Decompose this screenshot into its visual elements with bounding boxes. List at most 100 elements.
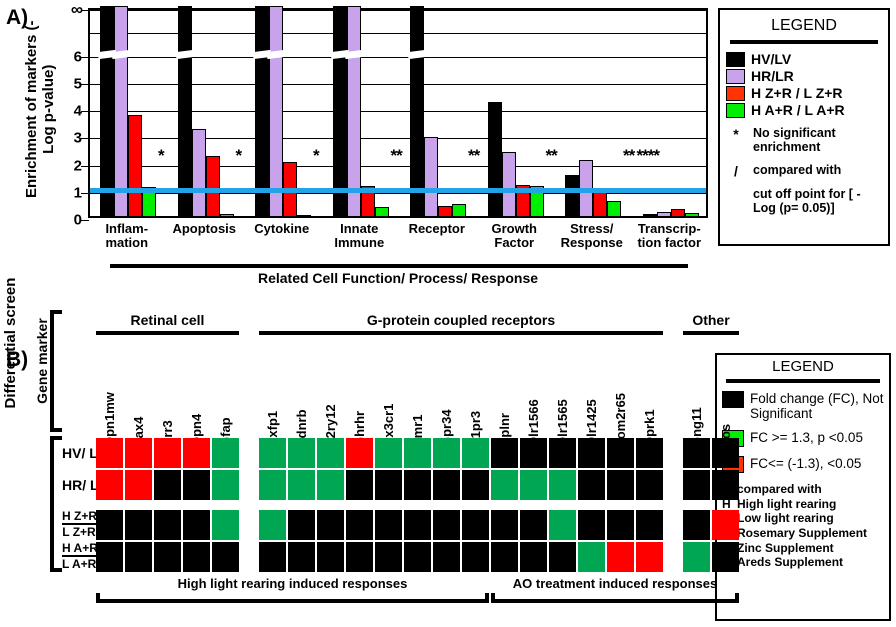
heatmap-cell [549,510,576,540]
heatmap-cell [520,510,547,540]
gridline [90,192,706,194]
heatmap-cell [288,438,315,468]
heatmap-cell [433,470,460,500]
bar-h-a-r-l-a-r [142,187,156,216]
bar-hr-lr [191,128,206,216]
heatmap-cell [491,510,518,540]
heatmap-cell [607,438,634,468]
bar-group [400,6,478,216]
legend-note-text: compared with [753,162,842,177]
heatmap-cell [212,438,239,468]
y-axis-tick-label: 0 [73,211,82,229]
section-title-g-protein-coupled-receptors: G-protein coupled receptors [366,312,556,328]
y-axis-tick [81,220,89,221]
abbreviation-text: High light rearing [737,496,837,511]
legend-divider [730,40,878,44]
heatmap-cell [712,470,739,500]
y-axis-tick [81,138,89,140]
heatmap-cell [125,470,152,500]
footer-bracket [96,593,489,603]
bar-hv-lv [642,213,657,216]
heatmap-cell [578,438,605,468]
bar-hv-lv [177,6,192,216]
x-axis-category-label: Stress/Response [560,221,623,250]
x-axis-label: Related Cell Function/ Process/ Response [257,270,539,286]
significance-annotation: * [158,145,165,165]
heatmap-cell [607,470,634,500]
significance-annotation: * [313,145,320,165]
bar-hv-lv [487,101,502,216]
heatmap-cell [183,438,210,468]
x-axis-category-label: Inflam-mation [105,221,149,250]
heatmap-cell [636,510,663,540]
heatmap-cell [491,542,518,572]
gene-marker-bracket [50,310,62,432]
abbreviation-text: Low light rearing [737,511,834,526]
panel-b-legend: LEGEND Fold change (FC), Not Significant… [715,353,891,621]
section-title-retinal-cell: Retinal cell [130,312,205,328]
bar-h-z-r-l-z-r [205,156,220,216]
cutoff-reference-line [90,188,706,194]
gridline [90,33,706,35]
heatmap-cell [96,470,123,500]
bar-h-a-r-l-a-r [374,207,389,216]
heatmap-cell [520,438,547,468]
gridline [90,83,706,85]
heatmap-cell [317,510,344,540]
legend-label: HV/LV [751,51,792,67]
legend-item-upregulated: FC >= 1.3, p <0.05 [722,430,884,448]
y-axis-tick-label: 4 [73,102,82,120]
significance-annotation: ** [545,145,558,165]
heatmap-cell [288,510,315,540]
heatmap-cell [404,542,431,572]
legend-swatch-black [726,51,745,67]
heatmap-cell [578,542,605,572]
bar-h-z-r-l-z-r [128,115,142,216]
footer-label-ao-treatment: AO treatment induced responses [512,576,718,591]
gridline [90,165,706,167]
gene-marker-axis-title: Gene marker [34,318,50,404]
legend-swatch-purple [726,68,745,84]
heatmap-cell [288,542,315,572]
legend-title: LEGEND [771,17,837,34]
bar-h-a-r-l-a-r [607,201,621,216]
bar-hr-lr [346,6,361,216]
bar-h-a-r-l-a-r [684,213,699,216]
heatmap-cell [346,542,373,572]
section-rule [96,331,239,335]
legend-abbreviation: LLow light rearing [722,511,884,526]
slash-symbol: / [734,162,738,179]
heatmap-cell [491,438,518,468]
heatmap-cell [259,438,286,468]
x-axis-category-label: Receptor [408,221,465,236]
bar-h-a-r-l-a-r [529,186,544,216]
legend-label: Fold change (FC), Not Significant [750,391,884,422]
y-axis-tick [81,165,89,167]
abbreviation-text: Areds Supplement [737,555,844,570]
heatmap-cell [683,542,710,572]
heatmap-cell [346,470,373,500]
y-axis-tick [81,56,89,58]
legend-label: H A+R / L A+R [751,102,845,118]
heatmap-cell [154,510,181,540]
abbreviation-text: compared with [737,482,822,497]
bar-group [323,6,401,216]
heatmap-cell [683,438,710,468]
differential-screen-bracket [50,436,62,572]
panel-a-letter: A) [6,6,29,29]
heatmap-cell [346,438,373,468]
y-axis-tick-label: 1 [73,184,82,202]
gridline [90,138,706,140]
heatmap-cell [607,510,634,540]
heatmap-cell [491,470,518,500]
heatmap-cell [549,438,576,468]
heatmap-cell [96,510,123,540]
heatmap-cell [212,542,239,572]
heatmap-cell [317,470,344,500]
legend-item-hr-lr: HR/LR [726,68,882,84]
heatmap-cell [433,510,460,540]
bar-h-z-r-l-z-r [593,191,607,216]
